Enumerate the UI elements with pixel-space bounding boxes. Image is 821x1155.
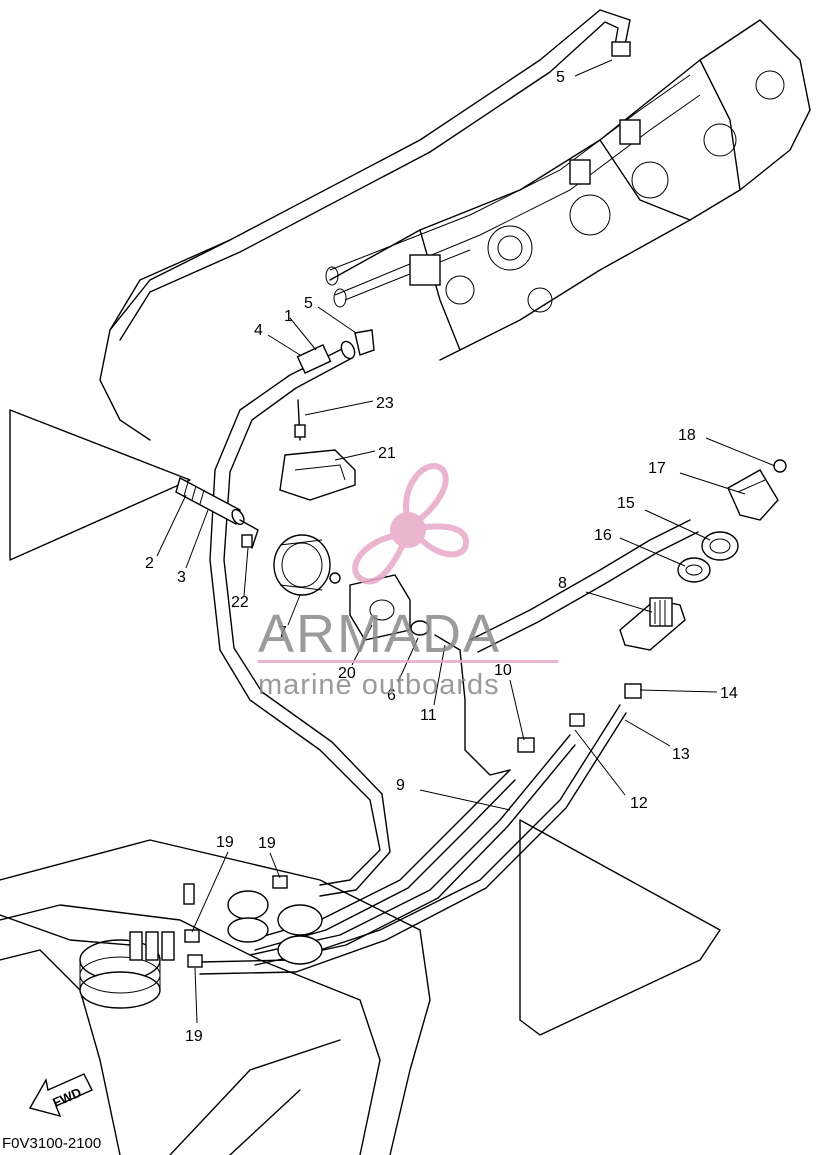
- watermark-title: ARMADA: [258, 604, 501, 664]
- clip-10: [517, 737, 535, 753]
- label-22: 22: [231, 594, 249, 611]
- outline-loop-left: [9, 409, 191, 561]
- clip-12: [569, 713, 585, 727]
- label-11: 11: [420, 707, 437, 724]
- label-14: 14: [720, 685, 738, 702]
- clamp-22: [239, 519, 259, 549]
- label-10: 10: [494, 662, 512, 679]
- fuel-filter-assembly: [273, 399, 430, 641]
- fuel-line-13: [469, 519, 691, 641]
- clip-top: [611, 41, 631, 57]
- label-18: 18: [678, 427, 696, 444]
- washer-16: [677, 557, 711, 583]
- clip-14: [624, 683, 642, 699]
- label-3: 3: [177, 569, 186, 586]
- label-7: 7: [278, 624, 287, 641]
- label-21: 21: [378, 445, 396, 462]
- hose-joint-4: [296, 343, 332, 375]
- main-fuel-hose-inner: [223, 357, 391, 897]
- label-5: 5: [304, 295, 313, 312]
- washer-15: [701, 531, 739, 561]
- diagram-code: F0V3100-2100: [2, 1135, 101, 1152]
- label-19-c: 19: [185, 1028, 203, 1045]
- label-13: 13: [672, 746, 690, 763]
- label-16: 16: [594, 527, 612, 544]
- top-return-hose: [109, 9, 631, 331]
- label-12: 12: [630, 795, 648, 812]
- label-8: 8: [558, 575, 567, 592]
- engine-block: [325, 19, 811, 361]
- label-23: 23: [376, 395, 394, 412]
- label-15: 15: [617, 495, 635, 512]
- label-19-b: 19: [258, 835, 276, 852]
- label-20: 20: [338, 665, 356, 682]
- watermark: ARMADA marine outboards: [258, 463, 558, 701]
- label-4: 4: [254, 322, 263, 339]
- clip-19-a: [184, 929, 200, 943]
- top-return-hose-inner: [119, 21, 619, 341]
- label-2: 2: [145, 555, 154, 572]
- outline-loop-right: [519, 819, 721, 1036]
- fwd-arrow: FWD: [28, 1073, 93, 1118]
- hose-12: [199, 704, 621, 963]
- cap-17: [727, 469, 779, 521]
- label-5-top: 5: [556, 69, 565, 86]
- hose-section-2-3: [175, 476, 245, 526]
- main-fuel-hose: [209, 344, 381, 886]
- clip-19-b: [272, 875, 288, 889]
- label-6: 6: [387, 687, 396, 704]
- clamp-5: [354, 329, 375, 356]
- leader-lines: [156, 59, 776, 1024]
- label-17: 17: [648, 460, 666, 477]
- hose-end-1: [340, 340, 356, 360]
- fuel-fitting-8: [619, 597, 686, 651]
- propeller-icon: [352, 463, 470, 585]
- fuel-tank: [0, 839, 431, 1155]
- clamp-22-body: [241, 534, 253, 548]
- label-19-a: 19: [216, 834, 234, 851]
- screw-18: [773, 459, 787, 473]
- clip-19-c: [187, 954, 203, 968]
- watermark-subtitle: marine outboards: [258, 669, 500, 701]
- label-9: 9: [396, 777, 405, 794]
- label-1: 1: [284, 308, 293, 325]
- hose-11: [434, 634, 511, 776]
